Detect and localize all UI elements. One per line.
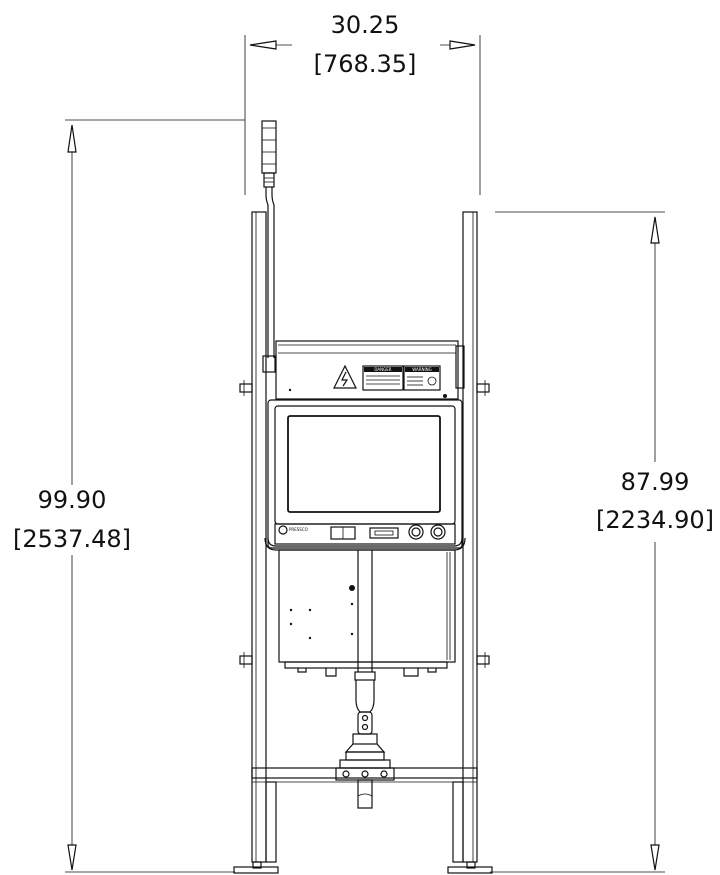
top-enclosure: DANGER WARNING: [275, 340, 465, 400]
brand-logo-icon: [278, 525, 288, 535]
overall-height-metric-label: [2537.48]: [13, 525, 131, 553]
danger-label: DANGER: [362, 365, 404, 391]
width-imperial-label: 30.25: [331, 11, 400, 39]
warning-label: WARNING: [403, 365, 441, 391]
lower-enclosure: [278, 549, 456, 677]
hazard-triangle-icon: [333, 364, 357, 389]
stack-light: [261, 120, 277, 373]
overall-height-imperial-label: 99.90: [38, 486, 107, 514]
width-dimension: 30.25 [768.35]: [244, 11, 481, 195]
control-knob-right-icon: [430, 524, 446, 540]
danger-label-text: DANGER: [374, 367, 391, 372]
hmi-monitor: PRESSCO: [267, 399, 463, 549]
overall-height-dimension: 99.90 [2537.48]: [13, 119, 245, 873]
frame-height-imperial-label: 87.99: [621, 468, 690, 496]
mount-brackets: [239, 380, 490, 668]
warning-label-text: WARNING: [412, 367, 432, 372]
frame-height-dimension: 87.99 [2234.90]: [490, 211, 714, 873]
brand-logo-text: PRESSCO: [289, 527, 308, 532]
inspection-head: [335, 680, 395, 809]
frame-height-metric-label: [2234.90]: [596, 506, 714, 534]
mount-pole: [354, 550, 376, 681]
control-knob-left-icon: [408, 524, 424, 540]
frame-uprights: [233, 211, 493, 874]
width-metric-label: [768.35]: [314, 50, 417, 78]
